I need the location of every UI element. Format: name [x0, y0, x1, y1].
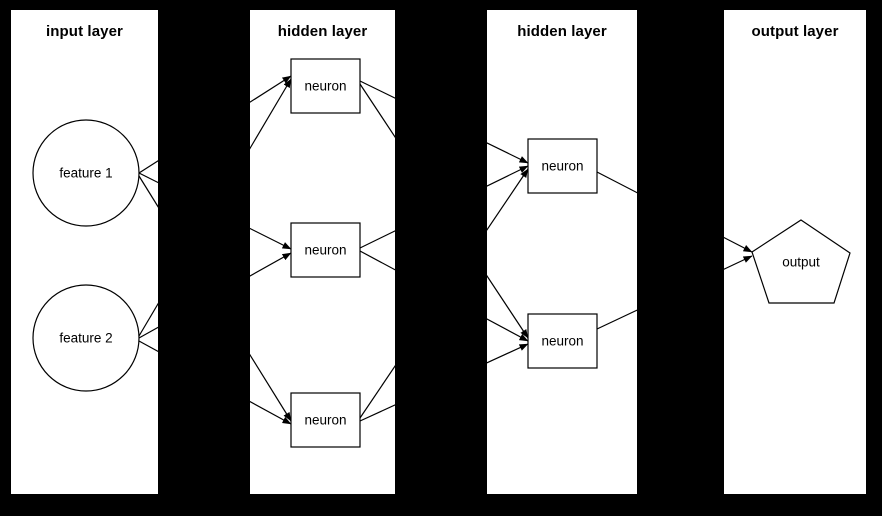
title-hidden-layer-2: hidden layer [517, 23, 607, 40]
gap-mask-hidden2-output [637, 0, 724, 516]
panel-input-layer [11, 10, 158, 494]
panel-output-layer [724, 10, 866, 494]
gap-mask-input-hidden1 [158, 0, 250, 516]
panel-hidden-layer-2 [487, 10, 637, 494]
gap-mask-hidden1-hidden2 [395, 0, 487, 516]
title-output-layer: output layer [751, 23, 839, 40]
panel-hidden-layer-1 [250, 10, 395, 494]
title-hidden-layer-1: hidden layer [277, 23, 368, 40]
title-input-layer: input layer [46, 23, 123, 40]
